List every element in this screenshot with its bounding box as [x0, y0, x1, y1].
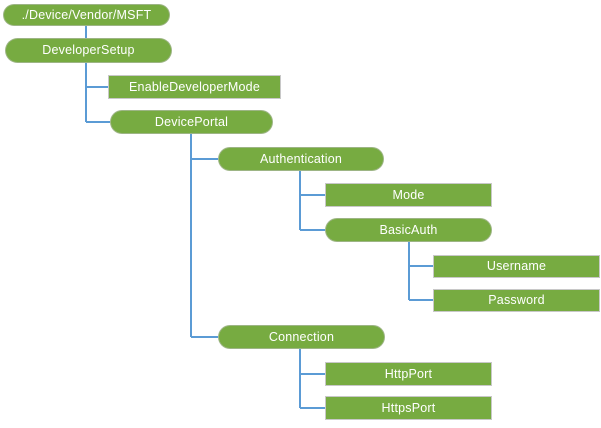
- tree-node-label: HttpPort: [384, 366, 433, 381]
- tree-node-password[interactable]: Password: [433, 289, 600, 312]
- tree-node-mode[interactable]: Mode: [325, 183, 492, 207]
- tree-node-label: Mode: [392, 187, 425, 202]
- tree-node-authentication[interactable]: Authentication: [218, 147, 384, 171]
- tree-node-label: Authentication: [259, 151, 343, 166]
- tree-node-username[interactable]: Username: [433, 255, 600, 278]
- tree-node-label: ./Device/Vendor/MSFT: [21, 7, 152, 22]
- tree-node-label: BasicAuth: [379, 222, 438, 237]
- tree-node-developersetup[interactable]: DeveloperSetup: [5, 38, 172, 63]
- tree-node-httpport[interactable]: HttpPort: [325, 362, 492, 386]
- tree-node-label: Username: [486, 259, 547, 274]
- tree-node-httpsport[interactable]: HttpsPort: [325, 396, 492, 420]
- tree-node-label: HttpsPort: [381, 400, 436, 415]
- tree-node-enabledevelopermode[interactable]: EnableDeveloperMode: [108, 75, 281, 99]
- tree-node-label: DevicePortal: [154, 114, 229, 129]
- tree-node-deviceportal[interactable]: DevicePortal: [110, 110, 273, 134]
- tree-node-label: Connection: [268, 329, 335, 344]
- tree-node-label: Password: [488, 293, 545, 308]
- tree-node-connection[interactable]: Connection: [218, 325, 385, 349]
- tree-node-label: DeveloperSetup: [42, 43, 135, 58]
- tree-node-root[interactable]: ./Device/Vendor/MSFT: [3, 4, 170, 26]
- tree-node-label: EnableDeveloperMode: [129, 79, 260, 94]
- tree-node-basicauth[interactable]: BasicAuth: [325, 218, 492, 242]
